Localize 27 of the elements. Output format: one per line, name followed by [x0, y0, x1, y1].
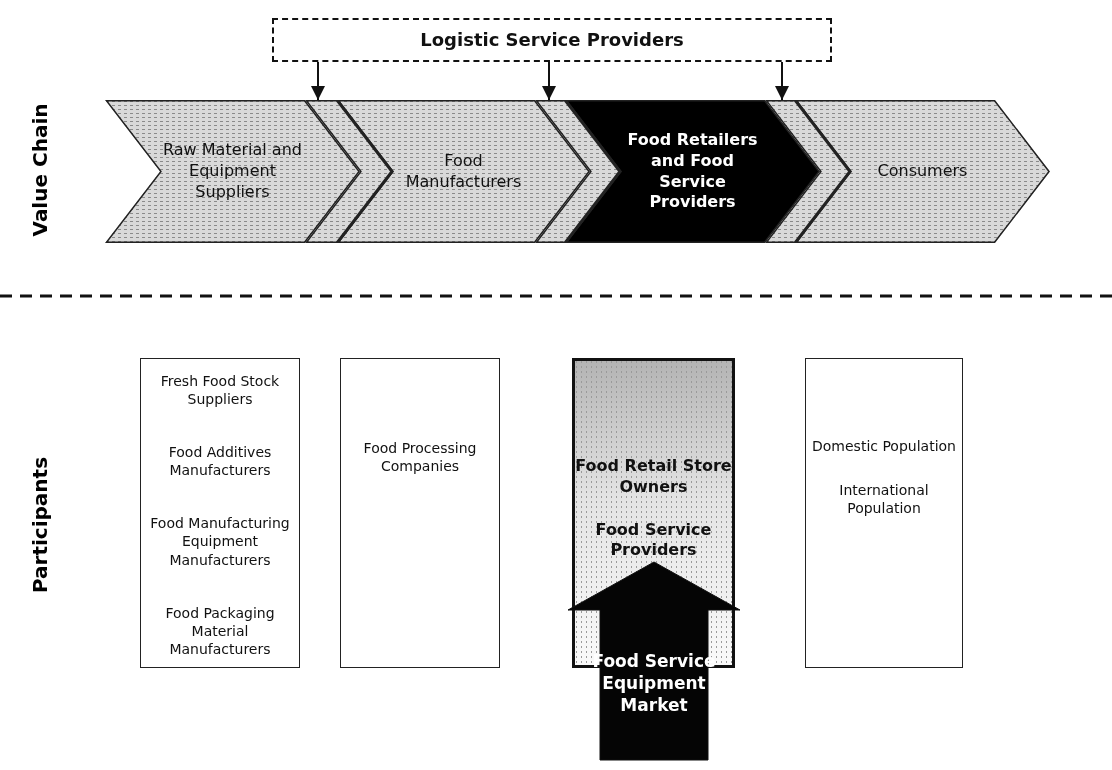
node-text: Fresh Food Stock Suppliers — [159, 371, 281, 409]
node-text: Food Additives Manufacturers — [167, 443, 273, 480]
chevron-shape — [105, 100, 360, 243]
block-arrow — [568, 562, 740, 760]
node-text: Raw Material and Equipment Suppliers — [162, 140, 303, 203]
participant-box — [340, 358, 500, 668]
node-text: Food Retailers and Food Service Providers — [626, 129, 759, 214]
participant-box — [805, 358, 963, 668]
node-text: Food Manufacturing Equipment Manufacturers — [149, 514, 291, 569]
chevron-shape — [795, 100, 1050, 243]
arrow — [542, 61, 556, 101]
chevron-shape — [337, 100, 590, 243]
node-text: Food Retail Store Owners — [575, 456, 732, 498]
node-text: Food Manufacturers — [404, 150, 523, 193]
arrow — [311, 61, 325, 101]
section-label: Participants — [28, 456, 52, 594]
node-text: Logistic Service Providers — [420, 28, 684, 52]
node-text: Consumers — [877, 161, 968, 182]
node-text: Food Packaging Material Manufacturers — [164, 603, 276, 659]
participant-box — [140, 358, 300, 668]
arrow — [775, 61, 789, 101]
section-label: Value Chain — [28, 103, 52, 237]
node-text: Food Processing Companies — [362, 439, 478, 476]
node-text: Food Service Providers — [594, 519, 713, 562]
node-text: International Population — [838, 481, 930, 518]
node-text: Domestic Population — [812, 437, 956, 456]
dashed-box — [272, 18, 832, 62]
